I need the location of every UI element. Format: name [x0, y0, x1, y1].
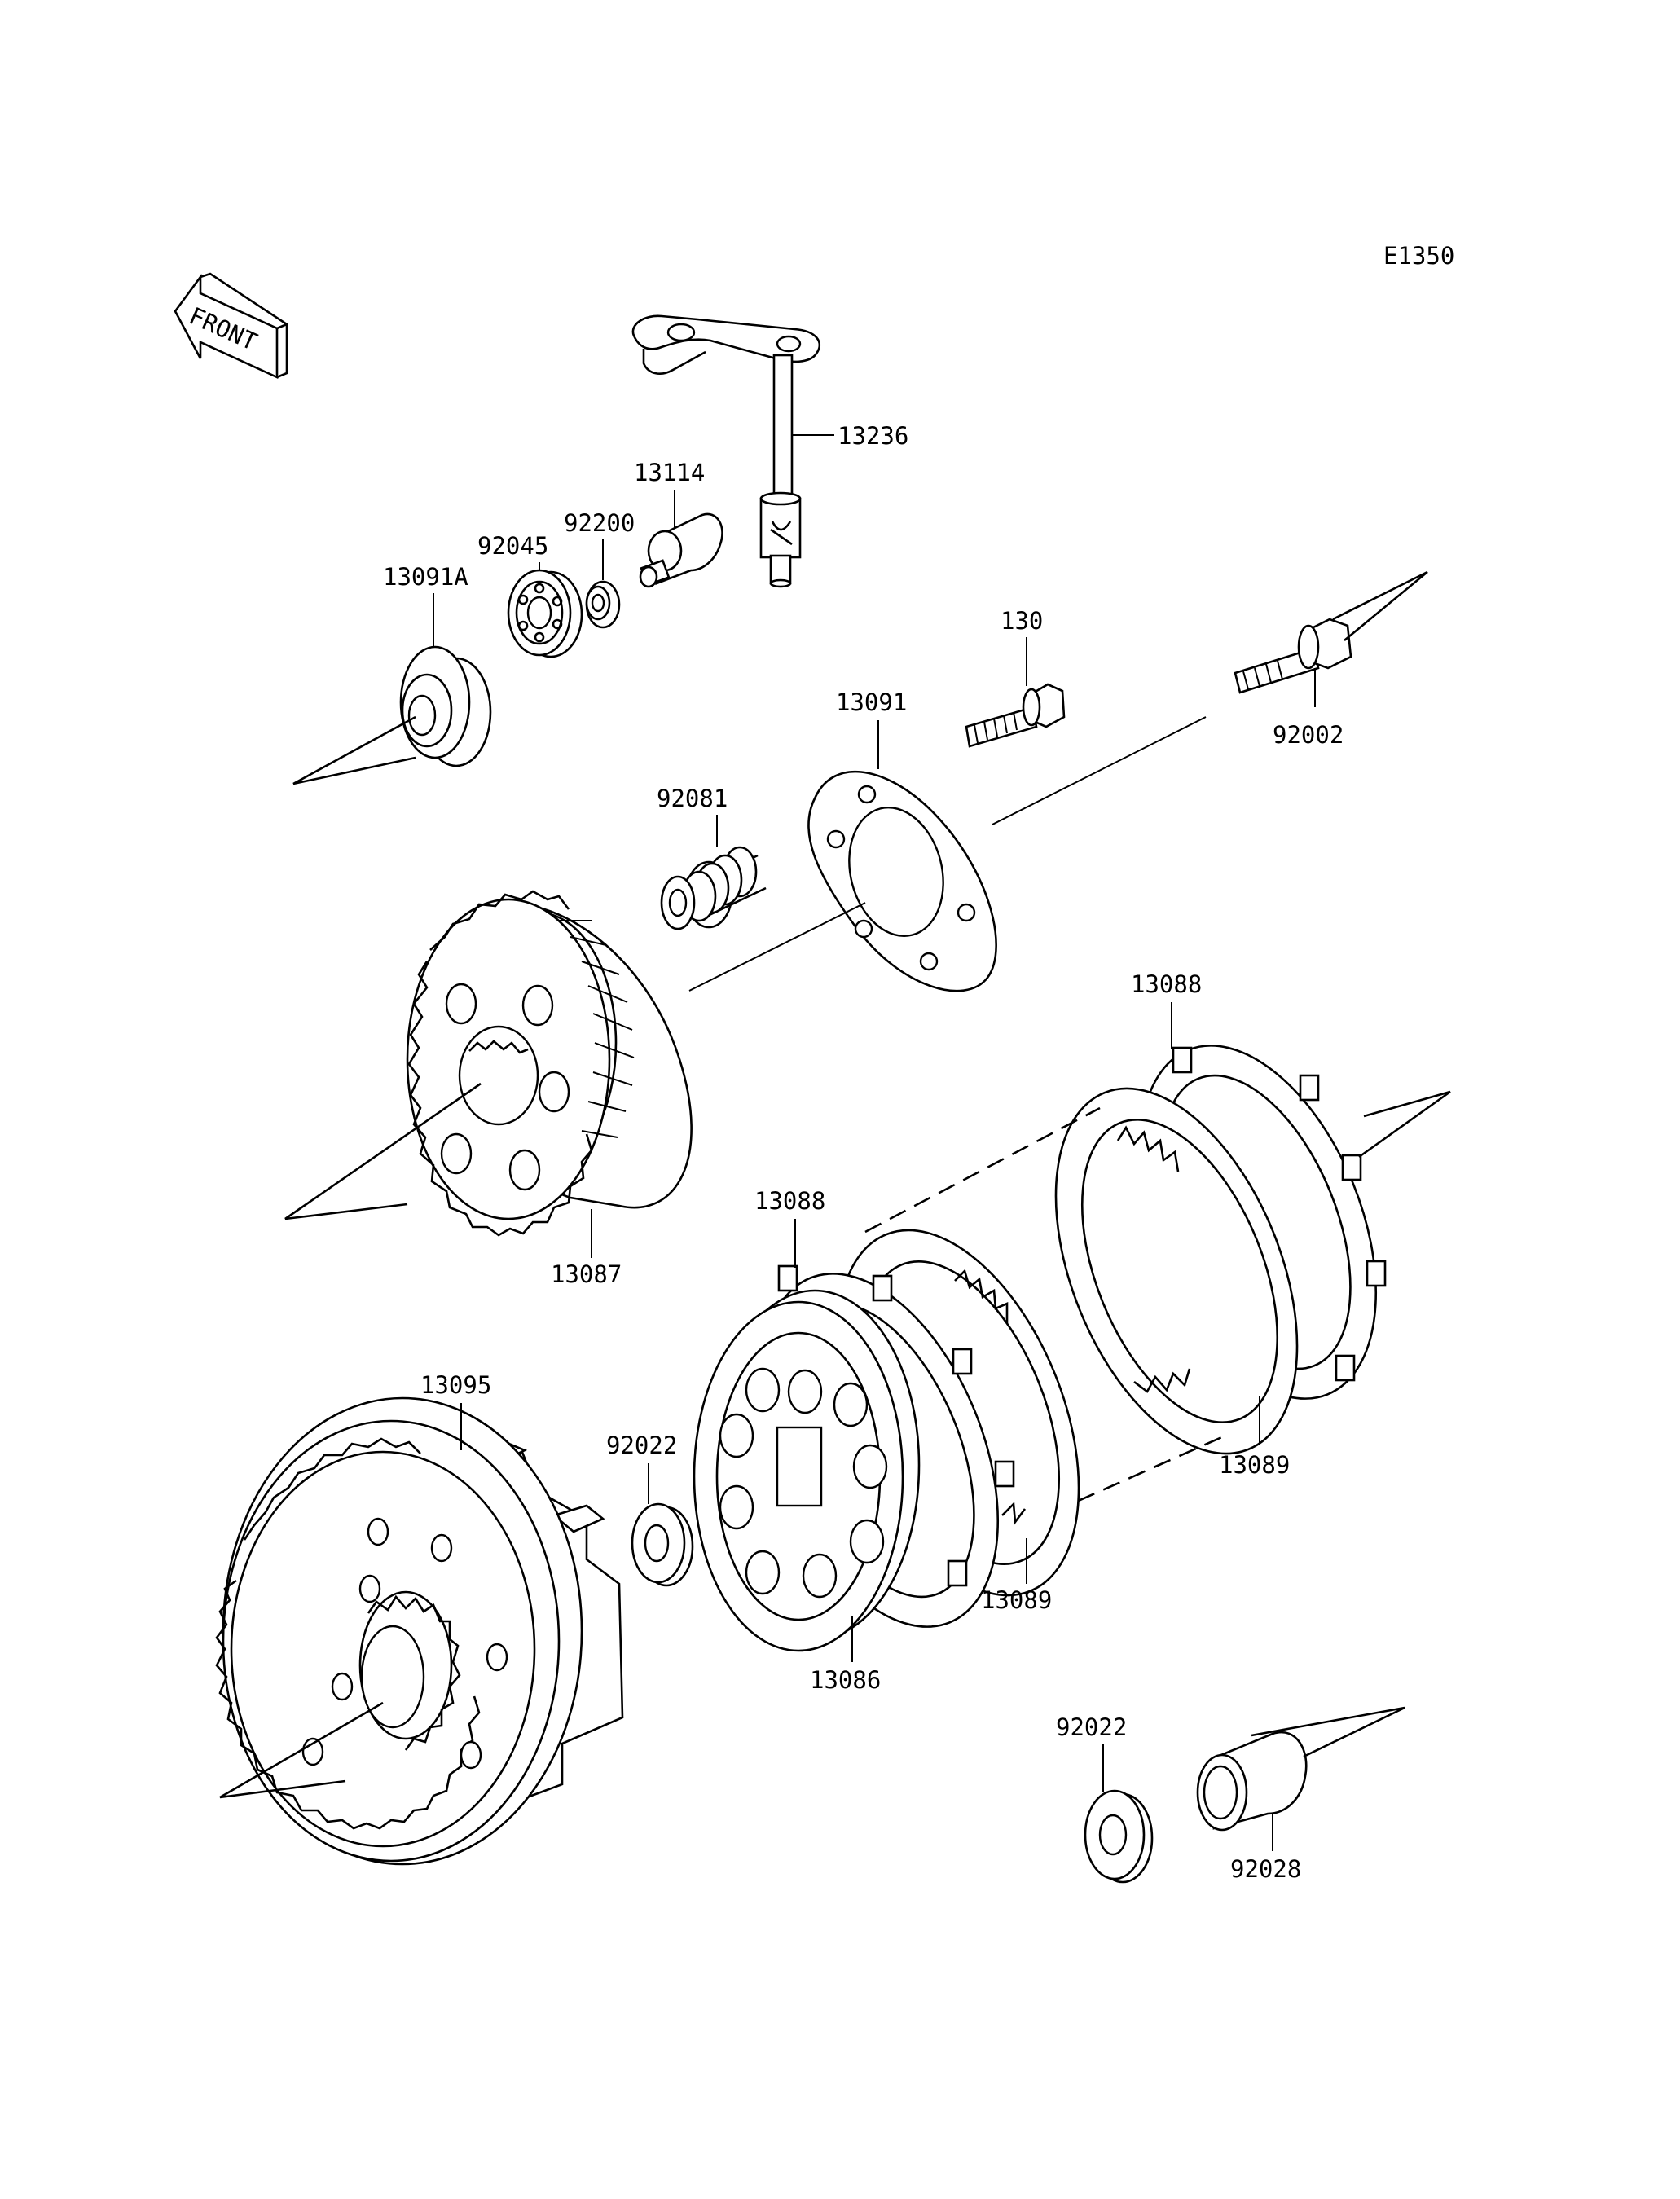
part-label-92081: 92081: [657, 785, 728, 812]
part-label-130: 130: [1001, 607, 1043, 635]
clutch-housing-13095: [215, 1396, 624, 1866]
washer-92200: [585, 580, 621, 629]
part-label-13088-upper: 13088: [1131, 970, 1202, 998]
part-label-92045: 92045: [477, 532, 548, 560]
washer-92022-left: [631, 1502, 694, 1587]
front-arrow-icon: FRONT: [174, 272, 288, 380]
part-label-92022-right: 92022: [1056, 1713, 1127, 1741]
part-label-13089-right: 13089: [1219, 1451, 1290, 1479]
bearing-92045: [507, 569, 583, 658]
part-label-13086: 13086: [810, 1666, 881, 1694]
part-label-13088-lower: 13088: [754, 1187, 825, 1215]
bolt-130: [965, 683, 1066, 748]
spring-92081: [660, 846, 767, 930]
part-label-13236: 13236: [838, 422, 908, 450]
cap-13091A: [399, 645, 492, 767]
diagram-code: E1350: [1383, 242, 1454, 270]
part-label-13091: 13091: [836, 688, 907, 716]
release-lever: [631, 314, 821, 588]
part-label-92028: 92028: [1230, 1855, 1301, 1883]
part-label-13089-center: 13089: [981, 1586, 1052, 1614]
clutch-hub-13087: [406, 890, 693, 1237]
pressure-plate-13086: [693, 1289, 921, 1652]
part-label-13087: 13087: [551, 1260, 622, 1288]
part-label-13095: 13095: [420, 1371, 491, 1399]
part-label-92002: 92002: [1273, 721, 1344, 749]
part-label-92022-left: 92022: [606, 1432, 677, 1459]
washer-92022-right: [1084, 1789, 1154, 1884]
bolt-92002: [1234, 618, 1352, 694]
steel-plate-13089-right: [1054, 1087, 1299, 1455]
plate-13091: [807, 770, 997, 992]
part-label-13091A: 13091A: [383, 563, 468, 591]
push-rod-part: [639, 512, 723, 588]
part-label-92200: 92200: [564, 509, 635, 537]
collar-92028: [1196, 1731, 1308, 1832]
part-label-13114: 13114: [634, 459, 705, 486]
